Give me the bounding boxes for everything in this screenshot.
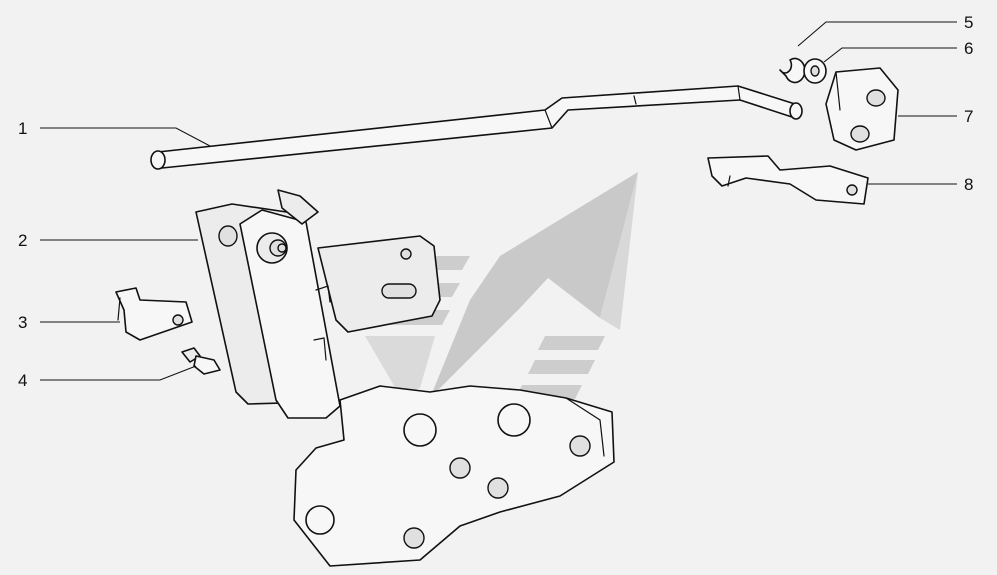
callout-1: 1	[18, 119, 27, 138]
leader-lines	[40, 21, 957, 381]
callout-2: 2	[18, 231, 27, 250]
callout-4: 4	[18, 371, 27, 390]
part-3-clip	[115, 287, 193, 341]
callout-5: 5	[964, 13, 973, 32]
valve-body	[293, 385, 615, 567]
part-7-bushing	[825, 67, 899, 151]
callout-6: 6	[964, 39, 973, 58]
callout-8: 8	[964, 175, 973, 194]
part-5-circlip	[779, 57, 806, 84]
part-8-plate-bracket	[707, 155, 869, 205]
callout-3: 3	[18, 313, 27, 332]
part-1-rod	[150, 85, 803, 170]
callout-labels: 1 2 3 4 5 6 7 8	[18, 13, 973, 390]
part-4-bolt	[181, 347, 221, 375]
part-6-washer	[803, 58, 827, 84]
part-2-bracket-assembly	[195, 189, 441, 419]
callout-7: 7	[964, 107, 973, 126]
